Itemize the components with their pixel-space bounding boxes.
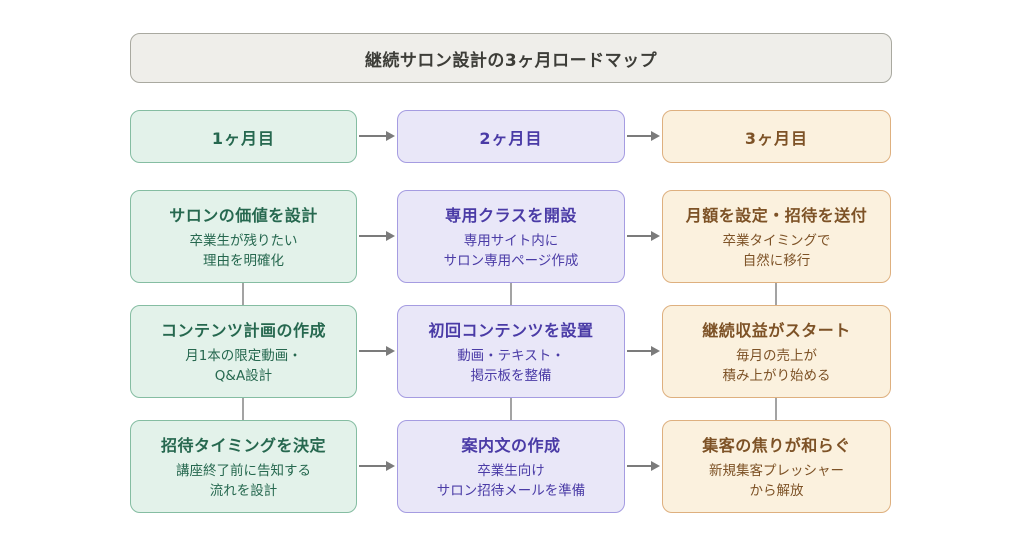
step-desc-line: 卒業生が残りたい <box>189 232 298 249</box>
step-desc-line: 毎月の売上が <box>736 347 817 364</box>
step-description: 新規集客プレッシャー から解放 <box>709 461 844 502</box>
step-desc-line: 掲示板を整備 <box>470 368 552 384</box>
arrow-right-icon <box>359 131 395 141</box>
month-3-label: 3ヶ月目 <box>744 128 809 148</box>
step-desc-line: 専用サイト内に <box>463 232 559 249</box>
step-box-m1-s3: 招待タイミングを決定 講座終了前に告知する 流れを設計 <box>130 420 357 513</box>
arrow-right-icon <box>359 346 395 356</box>
step-title: 集客の焦りが和らぐ <box>702 435 851 455</box>
arrow-right-icon <box>627 231 660 241</box>
month-3-header: 3ヶ月目 <box>662 110 891 163</box>
step-desc-line: 積み上がり始める <box>722 368 831 384</box>
step-box-m2-s1: 専用クラスを開設 専用サイト内に サロン専用ページ作成 <box>397 190 625 283</box>
step-box-m1-s2: コンテンツ計画の作成 月1本の限定動画・ Q&A設計 <box>130 305 357 398</box>
arrow-right-icon <box>627 131 660 141</box>
step-desc-line: 動画・テキスト・ <box>457 347 565 364</box>
diagram-title-box: 継続サロン設計の3ヶ月ロードマップ <box>130 33 892 83</box>
step-description: 講座終了前に告知する 流れを設計 <box>176 461 311 502</box>
page-title: 継続サロン設計の3ヶ月ロードマップ <box>364 50 658 71</box>
step-desc-line: Q&A設計 <box>214 368 273 384</box>
connector-line <box>775 283 777 305</box>
step-desc-line: 講座終了前に告知する <box>176 462 311 479</box>
step-title: コンテンツ計画の作成 <box>160 320 326 340</box>
connector-line <box>510 283 512 305</box>
step-desc-line: 卒業生向け <box>477 462 545 479</box>
step-desc-line: 流れを設計 <box>209 483 278 499</box>
step-box-m3-s3: 集客の焦りが和らぐ 新規集客プレッシャー から解放 <box>662 420 891 513</box>
arrow-right-icon <box>359 231 395 241</box>
connector-line <box>242 283 244 305</box>
connector-line <box>775 398 777 420</box>
step-description: 卒業生向け サロン招待メールを準備 <box>437 461 586 502</box>
month-2-label: 2ヶ月目 <box>479 128 543 148</box>
step-desc-line: から解放 <box>749 483 804 499</box>
step-desc-line: 自然に移行 <box>742 253 811 269</box>
step-title: 案内文の作成 <box>461 435 561 455</box>
step-description: 動画・テキスト・ 掲示板を整備 <box>457 346 565 387</box>
step-description: 毎月の売上が 積み上がり始める <box>723 346 831 387</box>
step-desc-line: 理由を明確化 <box>203 253 284 269</box>
step-description: 専用サイト内に サロン専用ページ作成 <box>444 231 579 272</box>
step-description: 卒業生が残りたい 理由を明確化 <box>190 231 298 272</box>
step-desc-line: 新規集客プレッシャー <box>709 462 844 479</box>
arrow-right-icon <box>627 461 660 471</box>
step-description: 卒業タイミングで 自然に移行 <box>723 231 831 272</box>
step-box-m3-s2: 継続収益がスタート 毎月の売上が 積み上がり始める <box>662 305 891 398</box>
step-desc-line: 月1本の限定動画・ <box>185 347 302 364</box>
step-desc-line: 卒業タイミングで <box>722 232 831 249</box>
arrow-right-icon <box>627 346 660 356</box>
connector-line <box>242 398 244 420</box>
step-title: 専用クラスを開設 <box>445 205 577 225</box>
step-box-m2-s3: 案内文の作成 卒業生向け サロン招待メールを準備 <box>397 420 625 513</box>
step-box-m3-s1: 月額を設定・招待を送付 卒業タイミングで 自然に移行 <box>662 190 891 283</box>
step-title: 継続収益がスタート <box>702 320 851 340</box>
step-box-m2-s2: 初回コンテンツを設置 動画・テキスト・ 掲示板を整備 <box>397 305 625 398</box>
step-desc-line: サロン専用ページ作成 <box>443 253 579 269</box>
step-title: 初回コンテンツを設置 <box>428 320 594 340</box>
connector-line <box>510 398 512 420</box>
month-2-header: 2ヶ月目 <box>397 110 625 163</box>
step-desc-line: サロン招待メールを準備 <box>436 483 586 499</box>
step-box-m1-s1: サロンの価値を設計 卒業生が残りたい 理由を明確化 <box>130 190 357 283</box>
step-title: サロンの価値を設計 <box>169 205 318 225</box>
step-description: 月1本の限定動画・ Q&A設計 <box>185 346 302 387</box>
step-title: 月額を設定・招待を送付 <box>685 205 868 225</box>
step-title: 招待タイミングを決定 <box>160 435 326 455</box>
month-1-header: 1ヶ月目 <box>130 110 357 163</box>
arrow-right-icon <box>359 461 395 471</box>
month-1-label: 1ヶ月目 <box>211 128 276 148</box>
